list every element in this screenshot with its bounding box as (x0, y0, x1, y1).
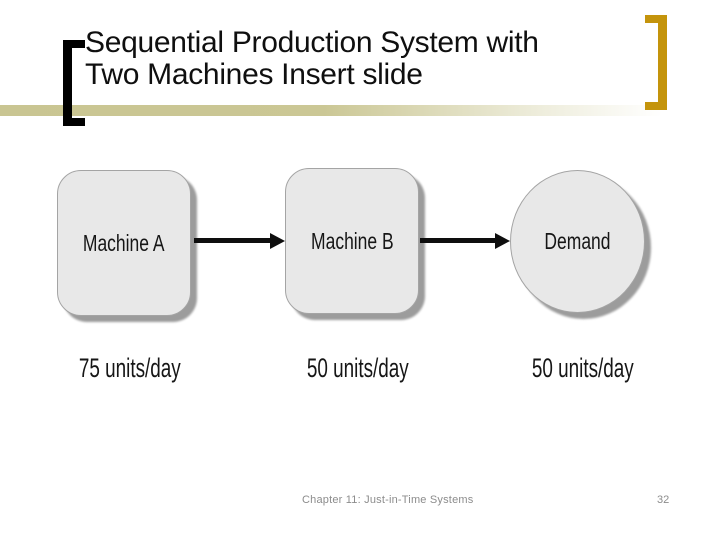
capacity-text: 75 units/day (78, 353, 181, 383)
slide-title-line2: Two Machines Insert slide (85, 57, 423, 91)
slide-title-line1: Sequential Production System with (85, 26, 539, 59)
arrow-head-icon (270, 232, 285, 249)
node-demand-label: Demand (544, 228, 611, 254)
capacity-label-machine-a: 75 units/day (57, 353, 191, 384)
arrow-line (194, 238, 270, 243)
footer-chapter-text: Chapter 11: Just-in-Time Systems (302, 494, 474, 506)
node-machine-a: Machine A (57, 170, 191, 316)
arrow-line (420, 238, 495, 243)
arrow-head-icon (495, 232, 510, 249)
title-bracket-left-icon (63, 40, 85, 126)
capacity-label-machine-b: 50 units/day (285, 353, 419, 384)
node-machine-b: Machine B (285, 168, 419, 314)
flow-arrow-b-to-demand (420, 232, 510, 249)
flow-arrow-a-to-b (194, 232, 285, 249)
node-demand: Demand (510, 170, 645, 313)
title-bracket-right-icon (645, 15, 667, 110)
node-machine-b-label: Machine B (310, 227, 394, 254)
capacity-label-demand: 50 units/day (510, 353, 645, 384)
title-underline-rule (0, 105, 720, 116)
page-number: 32 (657, 494, 670, 506)
node-machine-a-label: Machine A (83, 229, 165, 256)
slide-title: Sequential Production System with Two Ma… (85, 27, 645, 90)
capacity-text: 50 units/day (306, 353, 409, 383)
capacity-text: 50 units/day (531, 353, 634, 383)
